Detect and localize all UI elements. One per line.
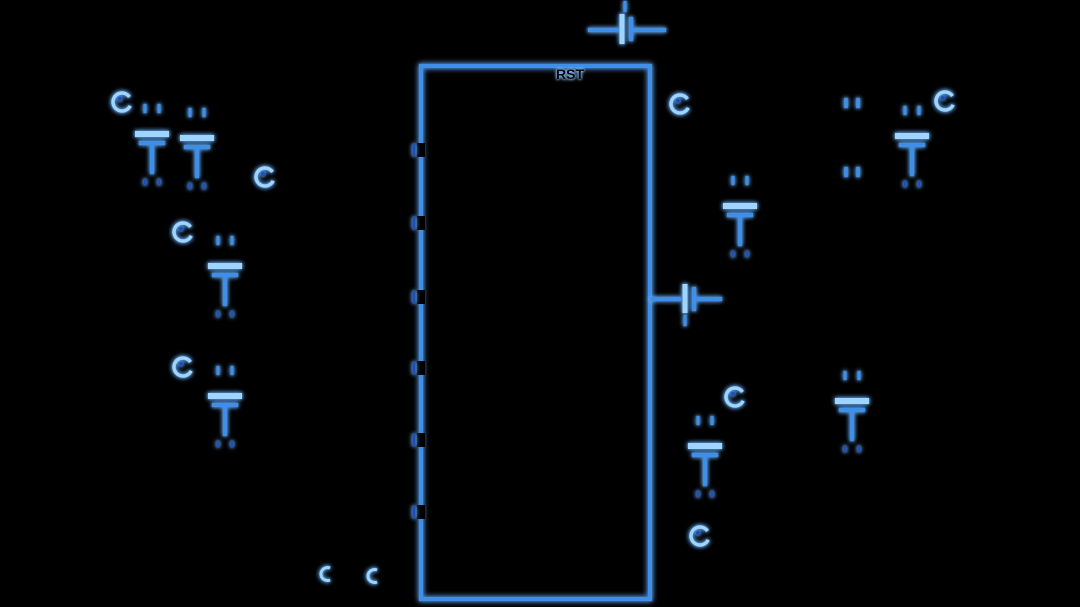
- pin-marker[interactable]: [723, 385, 747, 409]
- capacitor-symbol[interactable]: [588, 1, 666, 44]
- ic-pin-marks: [412, 143, 425, 519]
- pin-marker[interactable]: [668, 92, 692, 116]
- capacitor-symbol[interactable]: [688, 416, 722, 497]
- pin-marker[interactable]: [933, 89, 957, 113]
- pin-marker[interactable]: [171, 355, 195, 379]
- ic-label-group: RST: [556, 66, 584, 82]
- component-layer: [110, 1, 957, 584]
- capacitor-symbol[interactable]: [180, 108, 214, 189]
- capacitor-symbol[interactable]: [723, 176, 757, 257]
- capacitor-symbol[interactable]: [895, 106, 929, 187]
- ic-label: RST: [556, 66, 584, 82]
- ic-body[interactable]: [419, 64, 652, 601]
- wire-stub[interactable]: [844, 98, 860, 108]
- wire-stub[interactable]: [844, 167, 860, 177]
- capacitor-symbol[interactable]: [835, 371, 869, 452]
- pin-marker[interactable]: [110, 90, 134, 114]
- pin-marker[interactable]: [171, 220, 195, 244]
- pin-marker[interactable]: [253, 165, 277, 189]
- marker-glyph[interactable]: [366, 568, 378, 584]
- capacitor-symbol[interactable]: [650, 284, 722, 326]
- capacitor-symbol[interactable]: [135, 104, 169, 185]
- marker-glyph[interactable]: [319, 566, 331, 582]
- capacitor-symbol[interactable]: [208, 366, 242, 447]
- capacitor-symbol[interactable]: [208, 236, 242, 317]
- pin-marker[interactable]: [688, 524, 712, 548]
